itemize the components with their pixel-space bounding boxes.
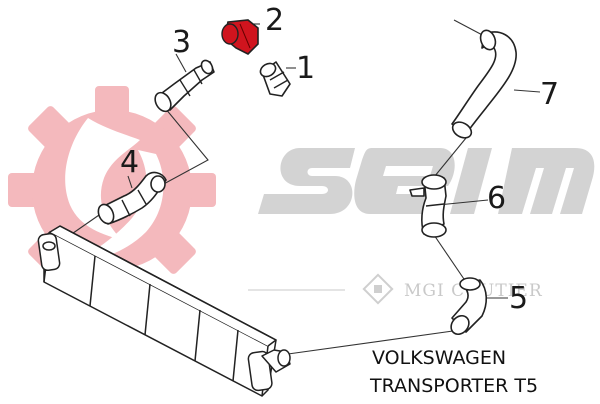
leader-6-5-join — [431, 231, 467, 283]
caption-model: TRANSPORTER T5 — [369, 375, 538, 397]
hose-part-6 — [409, 174, 447, 238]
callout-1: 1 — [296, 51, 315, 86]
hose-part-7 — [451, 29, 517, 139]
caption-make: VOLKSWAGEN — [372, 347, 506, 369]
hose-part-4 — [97, 171, 167, 225]
callout-2: 2 — [265, 3, 284, 38]
gear-logo-watermark — [8, 86, 216, 294]
seim-watermark: MGI COUTIER — [8, 86, 595, 305]
callout-7: 7 — [540, 77, 559, 112]
leader-6 — [437, 199, 489, 206]
leader-3 — [175, 53, 187, 73]
leader-3-4-join — [159, 107, 209, 187]
callout-4: 4 — [120, 145, 139, 180]
leader-7 — [513, 89, 541, 93]
callout-5: 5 — [509, 281, 528, 316]
callout-6: 6 — [487, 181, 506, 216]
seim-letters-watermark — [258, 148, 595, 214]
hose-part-1 — [259, 61, 291, 97]
intercooler-radiator — [37, 225, 291, 397]
callout-numbers: 3 2 1 4 7 6 5 — [120, 3, 559, 316]
leader-5-cooler — [287, 329, 461, 355]
hose-part-5 — [450, 277, 488, 336]
hose-part-3 — [154, 59, 215, 113]
leader-4 — [127, 175, 133, 189]
hose-part-2-highlighted — [221, 19, 259, 55]
mgi-coutier-logo-icon — [362, 273, 394, 305]
callout-3: 3 — [172, 25, 191, 60]
vehicle-caption: VOLKSWAGEN TRANSPORTER T5 — [369, 347, 538, 397]
